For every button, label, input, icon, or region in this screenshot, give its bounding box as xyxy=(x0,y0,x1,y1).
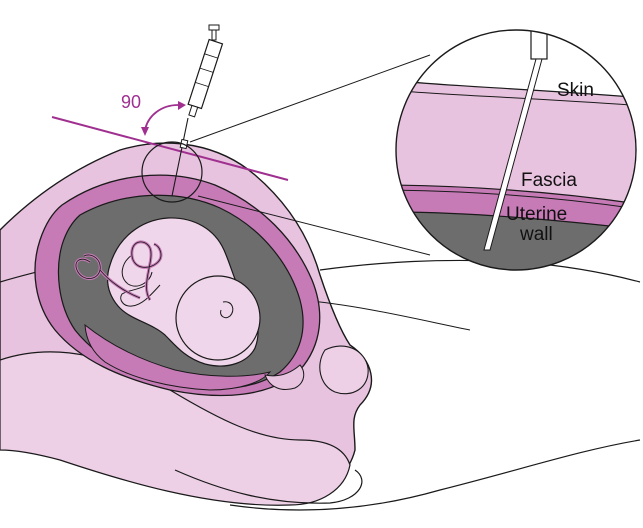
bladder xyxy=(319,345,369,395)
zoomed-inset xyxy=(396,30,636,270)
fetus-arm xyxy=(120,283,161,307)
placenta xyxy=(84,323,272,391)
leg-contour xyxy=(229,439,641,511)
zoom-line-bottom xyxy=(197,195,431,256)
syringe-icon xyxy=(171,24,224,197)
buttock-contour xyxy=(174,469,363,504)
inset-needle-hub xyxy=(530,30,548,60)
label-fascia: Fascia xyxy=(521,170,577,191)
inset-uterine-layer xyxy=(396,212,636,270)
fetus xyxy=(74,217,261,367)
magnifier-circle-icon xyxy=(141,141,203,203)
label-uterine-wall-line2: wall xyxy=(519,224,553,245)
umbilical-cord-outline xyxy=(75,241,162,301)
zoom-line-top xyxy=(189,54,431,143)
perpendicular-guide-line xyxy=(51,116,289,181)
inset-fascia-layer xyxy=(396,185,636,230)
fetus-ear xyxy=(220,301,234,319)
inset-circle-border xyxy=(395,29,637,271)
label-skin: Skin xyxy=(557,80,594,101)
angle-label: 90 xyxy=(121,92,141,112)
cervix xyxy=(264,364,305,390)
inset-needle xyxy=(483,58,543,251)
label-uterine-wall-line1: Uterine xyxy=(506,204,567,225)
inner-thigh-contour xyxy=(299,299,471,331)
curved-double-arrow-icon xyxy=(141,101,186,136)
fetus-head xyxy=(175,275,261,361)
